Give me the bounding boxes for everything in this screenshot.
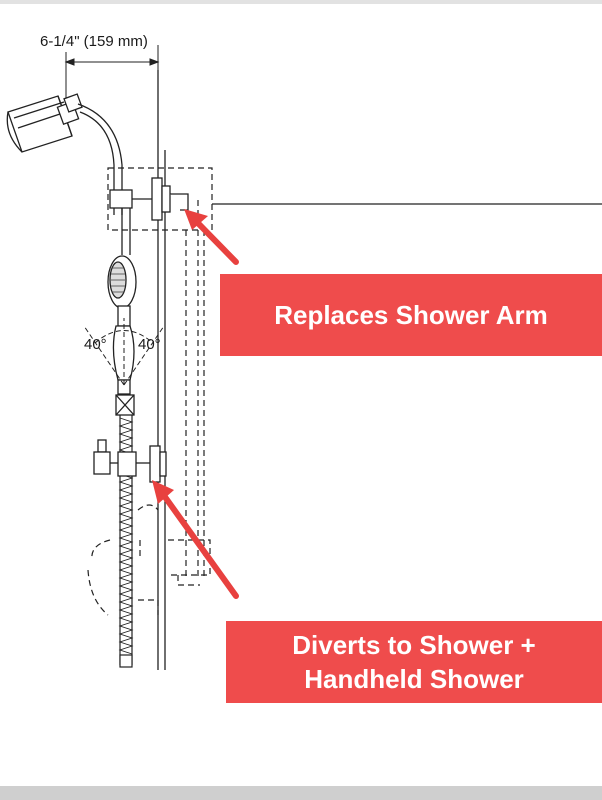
callout-2-line-2: Handheld Shower (304, 664, 524, 694)
angle-right-label: 40° (138, 336, 161, 353)
valve-dashed (87, 504, 211, 616)
diverter (93, 439, 167, 483)
upper-mount (109, 177, 189, 221)
width-dimension-label: 6-1/4" (159 mm) (40, 33, 148, 50)
arrow-icon (152, 480, 239, 599)
shower-arm (77, 103, 123, 215)
arrow-icon (184, 209, 239, 265)
angle-left-label: 40° (84, 336, 107, 353)
callout-2-line-1: Diverts to Shower + (292, 630, 536, 660)
slide-bar (121, 208, 131, 255)
bottom-border (0, 786, 602, 800)
handheld-shower-icon (107, 255, 137, 395)
angle-indicator (83, 318, 165, 386)
callout-diverts: Diverts to Shower + Handheld Shower (226, 621, 602, 703)
callout-replaces-shower-arm: Replaces Shower Arm (220, 274, 602, 356)
wall-lines (157, 70, 166, 670)
callout-1-line-1: Replaces Shower Arm (274, 300, 548, 330)
top-border (0, 0, 602, 4)
shower-head-icon (6, 93, 83, 153)
slider-bracket (115, 394, 135, 416)
